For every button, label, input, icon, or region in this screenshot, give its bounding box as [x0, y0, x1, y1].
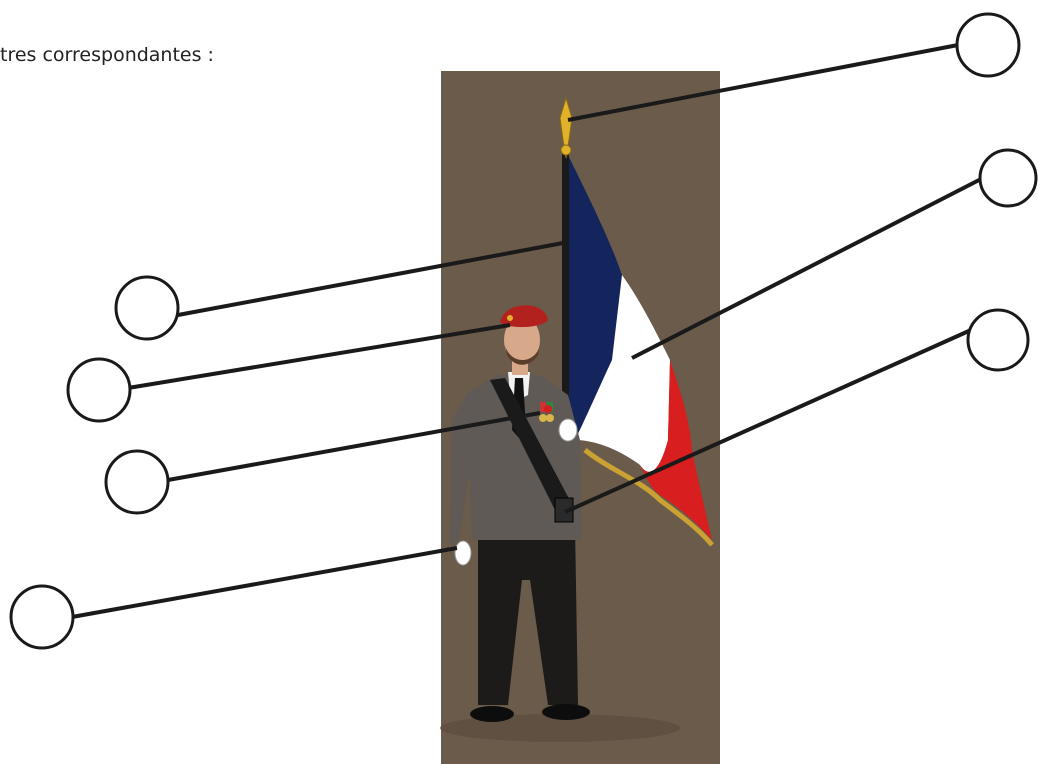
baldric-sash [490, 378, 575, 520]
medal-1 [539, 414, 547, 422]
leader-line-pole [177, 241, 564, 317]
leader-line-medals [167, 411, 541, 482]
trousers [478, 525, 578, 705]
leader-line-beret [127, 323, 511, 390]
leader-line-gloves [71, 546, 458, 619]
answer-circle-beret[interactable] [66, 357, 132, 423]
answer-circle-baldric[interactable] [966, 308, 1030, 372]
instruction-text: tres correspondantes : [0, 44, 214, 66]
right-glove [558, 418, 578, 442]
answer-circle-finial[interactable] [955, 12, 1021, 78]
red-beret [500, 305, 548, 328]
flag-blue-band [568, 155, 622, 440]
right-shoe [542, 704, 590, 720]
left-shoe [470, 706, 514, 722]
answer-circle-flag[interactable] [978, 148, 1038, 208]
medal-ribbon-1 [540, 402, 546, 412]
beret-badge [507, 315, 513, 321]
white-glove [454, 540, 472, 566]
leader-line-baldric [564, 328, 972, 514]
flag-red-band [640, 360, 712, 540]
finial-ball [560, 144, 572, 156]
flagpole [562, 150, 569, 515]
leader-line-finial [567, 43, 959, 122]
answer-circle-gloves[interactable] [9, 584, 75, 650]
leader-line-flag [631, 176, 984, 360]
medal-3 [544, 405, 552, 413]
flag-white-band [575, 275, 670, 472]
answer-circle-medals[interactable] [104, 449, 170, 515]
flag-fringe [583, 448, 714, 547]
answer-circle-pole[interactable] [114, 275, 180, 341]
head [504, 316, 540, 364]
beard [505, 345, 540, 365]
medal-2 [546, 414, 554, 422]
